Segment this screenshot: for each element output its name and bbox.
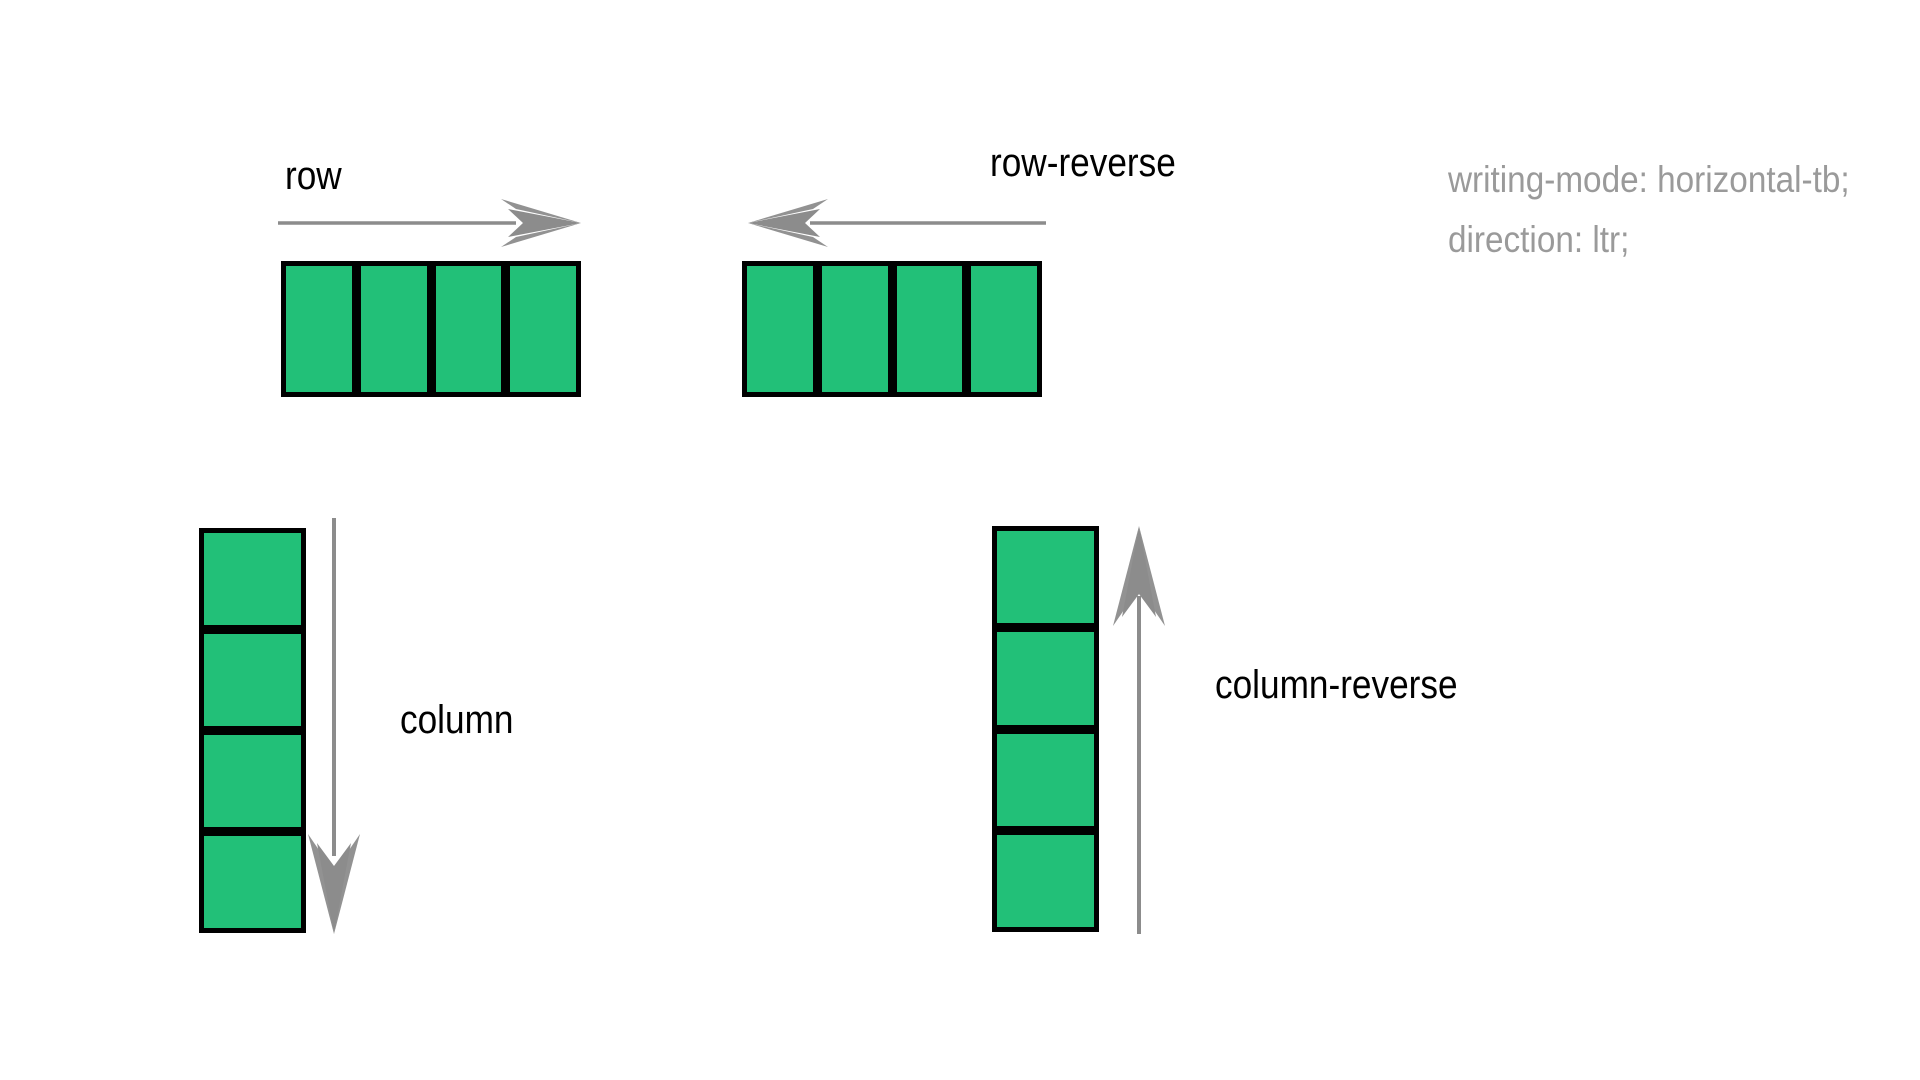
flexbox-row xyxy=(281,261,581,397)
column-label: column xyxy=(400,698,514,742)
flex-item xyxy=(747,266,813,392)
flexbox-column-reverse xyxy=(992,526,1099,932)
flex-item xyxy=(204,735,301,827)
flexbox-row-reverse xyxy=(742,261,1042,397)
flex-item xyxy=(360,266,427,392)
row-label: row xyxy=(285,154,342,198)
flex-item xyxy=(204,836,301,928)
flex-item xyxy=(997,531,1094,624)
column-arrow-down-icon xyxy=(308,518,360,934)
column-reverse-label: column-reverse xyxy=(1215,663,1458,707)
row-arrow-left-icon xyxy=(748,199,1046,247)
flex-item xyxy=(821,266,888,392)
row-reverse-label: row-reverse xyxy=(990,141,1176,185)
flex-item xyxy=(510,266,576,392)
flex-item xyxy=(204,634,301,726)
flex-item xyxy=(997,632,1094,725)
flex-item xyxy=(997,733,1094,826)
flex-item xyxy=(997,834,1094,927)
writing-mode-note: writing-mode: horizontal-tb; direction: … xyxy=(1448,150,1850,270)
flex-item xyxy=(971,266,1037,392)
flex-item xyxy=(286,266,352,392)
writing-mode-line: writing-mode: horizontal-tb; xyxy=(1448,159,1850,200)
row-arrow-right-icon xyxy=(278,199,581,247)
column-arrow-up-icon xyxy=(1113,526,1165,934)
flexbox-column xyxy=(199,528,306,933)
flex-item xyxy=(435,266,502,392)
flex-item xyxy=(896,266,963,392)
flex-item xyxy=(204,533,301,625)
direction-line: direction: ltr; xyxy=(1448,218,1630,260)
